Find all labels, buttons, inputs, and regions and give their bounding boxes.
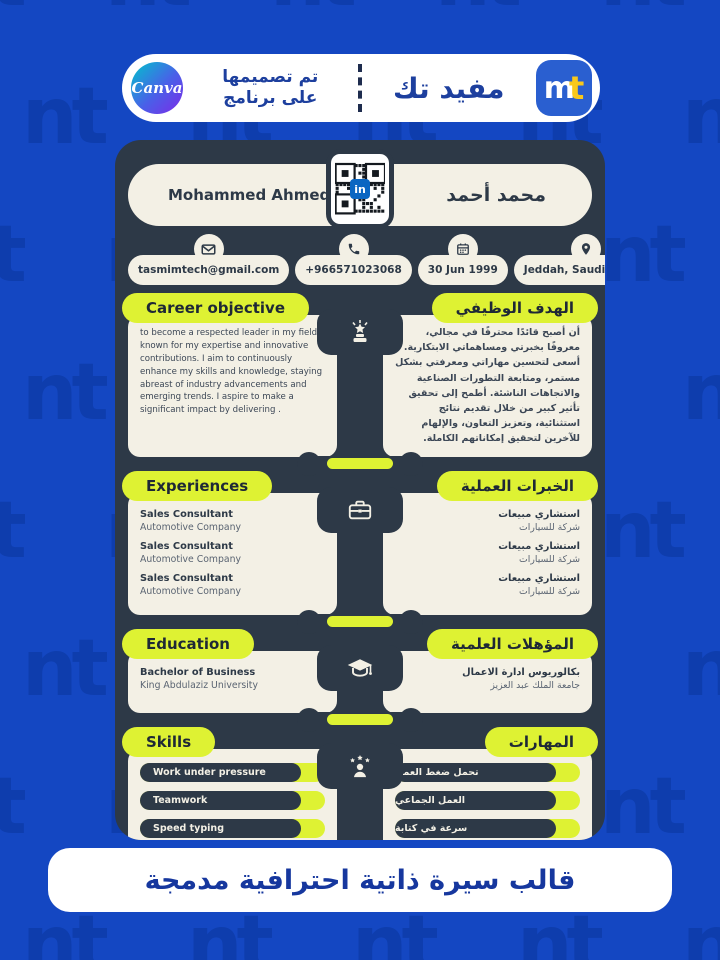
experience-item: Sales Consultant Automotive Company [140,540,241,565]
location-pin-icon [570,234,601,264]
objective-title-en: Career objective [122,293,310,323]
contact-phone: +966571023068 [295,234,412,285]
briefcase-icon [317,486,403,533]
watermark-glyph: nt [682,900,720,960]
education-title-en: Education [122,628,254,659]
skill-bar: العمل الجماعي [395,790,580,810]
contact-row: tasmimtech@gmail.com +966571023068 30 Ju… [128,234,605,285]
calendar-icon [447,234,478,264]
experience-item: استشاري مبيعات شركة للسيارات [498,572,580,597]
education-title-ar: المؤهلات العلمية [427,628,598,659]
name-english: Mohammed Ahmed [168,186,331,204]
timeline-connector [297,451,423,476]
skills-title-ar: المهارات [484,726,598,757]
experience-title-ar: الخبرات العملية [436,470,598,501]
watermark-glyph: nt [600,0,687,24]
watermark-glyph: nt [682,624,720,714]
cv-card: Mohammed Ahmed محمد أحمد in tasmimtech@g… [115,140,605,840]
watermark-glyph: nt [682,348,720,438]
education-item: بكالوريوس ادارة الاعمال جامعة الملك عبد … [462,666,580,691]
watermark-glyph: nt [0,762,27,852]
logo-letter-m: m [543,70,575,106]
objective-panel-ar: أن أصبح قائدًا محترفًا في مجالي، معروفًا… [383,315,592,457]
watermark-glyph: nt [22,624,109,714]
timeline-connector [297,609,423,634]
skill-bar: Speed typing [140,818,325,838]
education-item: Bachelor of Business King Abdulaziz Univ… [140,666,258,691]
name-arabic: محمد أحمد [446,184,546,206]
watermark-glyph: nt [0,0,27,24]
birthdate-value: 30 Jun 1999 [417,255,508,285]
experience-panel-ar: استشاري مبيعات شركة للسيارات استشاري مبي… [383,492,592,615]
section-skills: Skills المهارات Work under pressure Team… [122,726,598,840]
skill-bar: تحمل ضغط العمل [395,762,580,782]
skill-bar: Teamwork [140,790,325,810]
section-education: Education المؤهلات العلمية Bachelor of B… [122,628,598,713]
education-panel-ar: بكالوريوس ادارة الاعمال جامعة الملك عبد … [383,650,592,713]
trophy-icon [317,309,403,355]
email-icon [193,234,224,264]
watermark-glyph: nt [435,0,522,24]
objective-text-ar: أن أصبح قائدًا محترفًا في مجالي، معروفًا… [395,327,580,445]
skills-panel-ar: تحمل ضغط العمل العمل الجماعي سرعة في كتا… [383,748,592,840]
watermark-glyph: nt [105,0,192,24]
designed-with-line1: تم تصميمها [222,66,319,87]
qr-code: in [326,149,394,229]
watermark-glyph: nt [22,72,109,162]
contact-location: Jeddah, Saudi Arabia [513,234,605,285]
watermark-glyph: nt [600,486,687,576]
skill-bar: سرعة في كتابة [395,818,580,838]
objective-panel-en: to become a respected leader in my field… [128,315,337,457]
email-value: tasmimtech@gmail.com [128,255,290,285]
experience-item: Sales Consultant Automotive Company [140,508,241,533]
logo-letter-t: t [568,69,585,107]
watermark-glyph: nt [270,0,357,24]
education-panel-en: Bachelor of Business King Abdulaziz Univ… [128,650,337,713]
experience-panel-en: Sales Consultant Automotive Company Sale… [128,492,337,615]
dashed-divider [357,64,362,112]
canva-logo-label: Canva [131,79,183,97]
experience-title-en: Experiences [122,470,273,501]
person-stars-icon [317,742,403,789]
section-experience: Experiences الخبرات العملية Sales Consul… [122,470,598,615]
watermark-glyph: nt [22,348,109,438]
phone-icon [338,234,369,264]
experience-item: استشاري مبيعات شركة للسيارات [498,508,580,533]
skill-bar: Work under pressure [140,762,325,782]
qr-code-inner: in [331,154,389,224]
footer-caption: قالب سيرة ذاتية احترافية مدمجة [144,864,576,896]
watermark-glyph: nt [0,210,27,300]
contact-birthdate: 30 Jun 1999 [417,234,508,285]
watermark-glyph: nt [600,210,687,300]
timeline-connector [297,707,423,732]
objective-title-ar: الهدف الوظيفي [431,293,598,323]
header-bar: Canva تم تصميمها على برنامج مفيد تك m t [122,54,600,122]
designed-with-line2: على برنامج [223,88,318,108]
objective-text-en: to become a respected leader in my field… [140,328,323,416]
canva-logo: Canva [131,62,183,114]
graduation-cap-icon [317,644,403,691]
name-banner: Mohammed Ahmed محمد أحمد in [128,149,592,229]
experience-item: Sales Consultant Automotive Company [140,572,241,597]
cv-sections: Career objective الهدف الوظيفي to become… [122,293,598,840]
brand-name: مفيد تك [393,71,505,105]
watermark-glyph: nt [600,762,687,852]
experience-item: استشاري مبيعات شركة للسيارات [498,540,580,565]
mufid-tech-logo: m t [536,60,592,116]
watermark-glyph: nt [682,72,720,162]
contact-email: tasmimtech@gmail.com [128,234,290,285]
skills-panel-en: Work under pressure Teamwork Speed typin… [128,748,337,840]
footer-bar: قالب سيرة ذاتية احترافية مدمجة [48,848,672,912]
section-objective: Career objective الهدف الوظيفي to become… [122,293,598,457]
skills-title-en: Skills [122,726,216,757]
designed-with-text: تم تصميمها على برنامج [193,67,348,110]
linkedin-icon: in [350,179,370,199]
watermark-glyph: nt [0,486,27,576]
